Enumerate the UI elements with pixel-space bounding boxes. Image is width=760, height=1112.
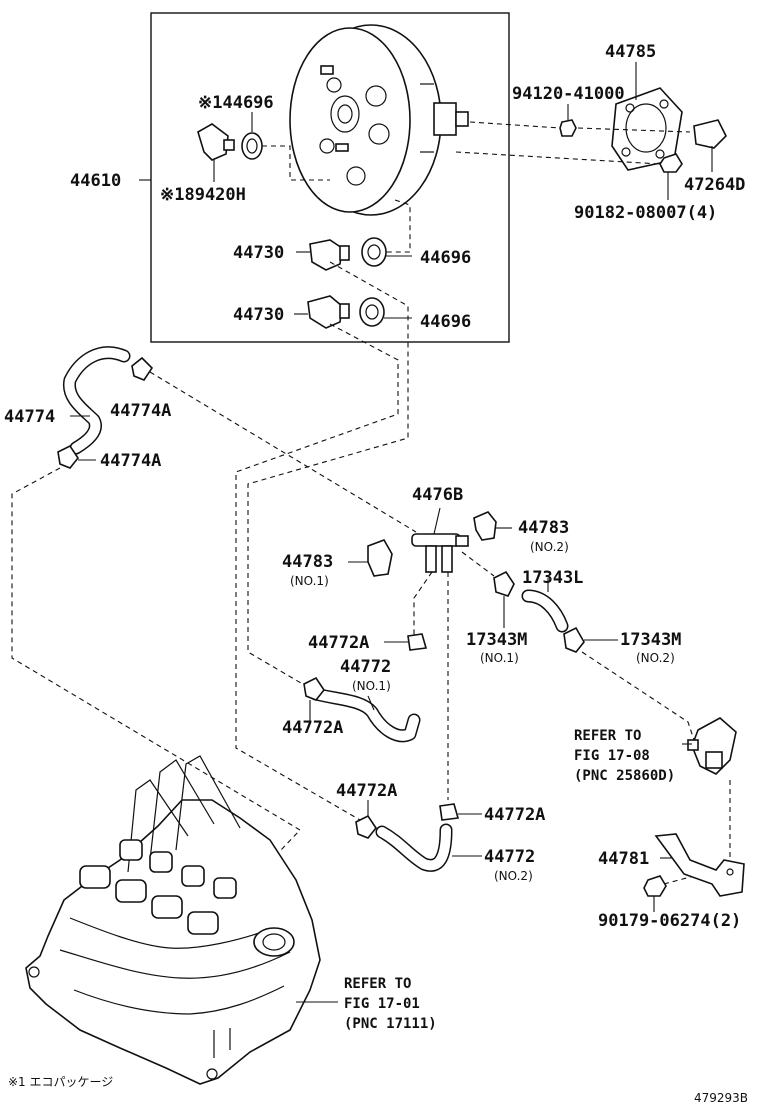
clip-44783-no1: [348, 539, 393, 577]
label-44783-b: 44783: [282, 552, 333, 572]
ref-vsv-line2: FIG 17-08: [574, 748, 650, 764]
dash-union-to-clamp: [461, 551, 495, 577]
dash-valve-upper-route: [247, 261, 409, 687]
ref-vsv-line1: REFER TO: [574, 728, 641, 744]
clevis-47264D: [693, 119, 727, 172]
label-90179: 90179-06274(2): [598, 911, 741, 931]
clamp-44772A-d: [439, 803, 482, 821]
clamp-44774A-upper: [131, 356, 154, 381]
label-44696-a: 44696: [420, 248, 471, 268]
hose-44772-no2: [375, 823, 482, 872]
footnote: ※1 エコパッケージ: [8, 1075, 113, 1089]
clamp-44772A-a: [384, 633, 428, 651]
label-17343M-b-sub: (NO.2): [636, 651, 675, 665]
bracket-44781: [654, 833, 745, 897]
ref-vsv-line3: (PNC 25860D): [574, 768, 675, 784]
label-44610: 44610: [70, 171, 121, 191]
label-44772A-d: 44772A: [484, 805, 545, 825]
nut-94120: [559, 104, 577, 137]
dash-booster-to-grommet: [386, 199, 411, 253]
label-44772A-a: 44772A: [308, 633, 369, 653]
label-44783-a: 44783: [518, 518, 569, 538]
ref-manifold-line3: (PNC 17111): [344, 1016, 437, 1032]
dash-hose-to-vsv: [581, 651, 695, 741]
clamp-44772A-b: [303, 676, 325, 724]
check-valve-lower: [307, 295, 350, 329]
intake-manifold: [25, 755, 338, 1085]
union-4476B: [411, 507, 469, 573]
booster-group-frame: [150, 12, 510, 343]
ref-manifold-line2: FIG 17-01: [344, 996, 420, 1012]
brake-booster: [289, 24, 469, 216]
label-17343M-a: 17343M: [466, 630, 527, 650]
label-44783-b-sub: (NO.1): [290, 574, 329, 588]
clip-44783-no2: [473, 511, 512, 541]
vsv-assembly: [682, 717, 737, 775]
label-44772-b-sub: (NO.2): [494, 869, 533, 883]
label-44774A-b: 44774A: [100, 451, 161, 471]
dash-valve-lower-route: [235, 323, 399, 821]
dash-bolt-to-bracket: [663, 875, 695, 885]
clamp-17343M-no2: [563, 626, 618, 653]
grommet-top: [241, 112, 263, 160]
label-44730-a: 44730: [233, 243, 284, 263]
label-17343M-a-sub: (NO.1): [480, 651, 519, 665]
vacuum-sensor: [197, 123, 235, 182]
dash-booster-to-gasket: [469, 121, 691, 133]
label-44772-a: 44772: [340, 657, 391, 677]
label-94120: 94120-41000: [512, 84, 625, 104]
label-44785: 44785: [605, 42, 656, 62]
grommet-lower: [359, 297, 385, 327]
ref-manifold-line1: REFER TO: [344, 976, 411, 992]
label-44781: 44781: [598, 849, 649, 869]
label-90182: 90182-08007(4): [574, 203, 717, 223]
label-17343L: 17343L: [522, 568, 583, 588]
booster-gasket: [611, 62, 683, 171]
label-44772-a-sub: (NO.1): [352, 679, 391, 693]
dash-booster-lower: [455, 151, 661, 165]
hose-44772-no1: [309, 687, 421, 743]
clamp-17343M-no1: [493, 570, 515, 628]
nut-90182: [659, 153, 683, 200]
dash-hose-to-union: [149, 371, 417, 533]
hose-44774: [62, 346, 131, 455]
label-44696-note: ※144696: [198, 93, 274, 113]
label-44772A-b: 44772A: [282, 718, 343, 738]
bolt-90179: [643, 875, 667, 912]
label-44730-b: 44730: [233, 305, 284, 325]
label-47264D: 47264D: [684, 175, 745, 195]
label-44774A-a: 44774A: [110, 401, 171, 421]
dash-hose-to-manifold: [11, 467, 301, 871]
label-44783-a-sub: (NO.2): [530, 540, 569, 554]
label-44772A-c: 44772A: [336, 781, 397, 801]
dash-sensor-to-booster: [262, 145, 330, 181]
diagram-id: 479293B: [694, 1091, 748, 1105]
label-4476B: 4476B: [412, 485, 463, 505]
label-89420: ※189420H: [160, 185, 246, 205]
clamp-44774A-lower: [57, 444, 79, 469]
label-44696-b: 44696: [420, 312, 471, 332]
label-17343M-b: 17343M: [620, 630, 681, 650]
label-44772-b: 44772: [484, 847, 535, 867]
clamp-44772A-c: [355, 800, 377, 839]
check-valve-upper: [309, 239, 350, 271]
grommet-upper: [361, 237, 387, 267]
dash-union-to-hose-no1: [413, 571, 433, 640]
hose-17343L: [521, 578, 569, 633]
label-44774: 44774: [4, 407, 55, 427]
